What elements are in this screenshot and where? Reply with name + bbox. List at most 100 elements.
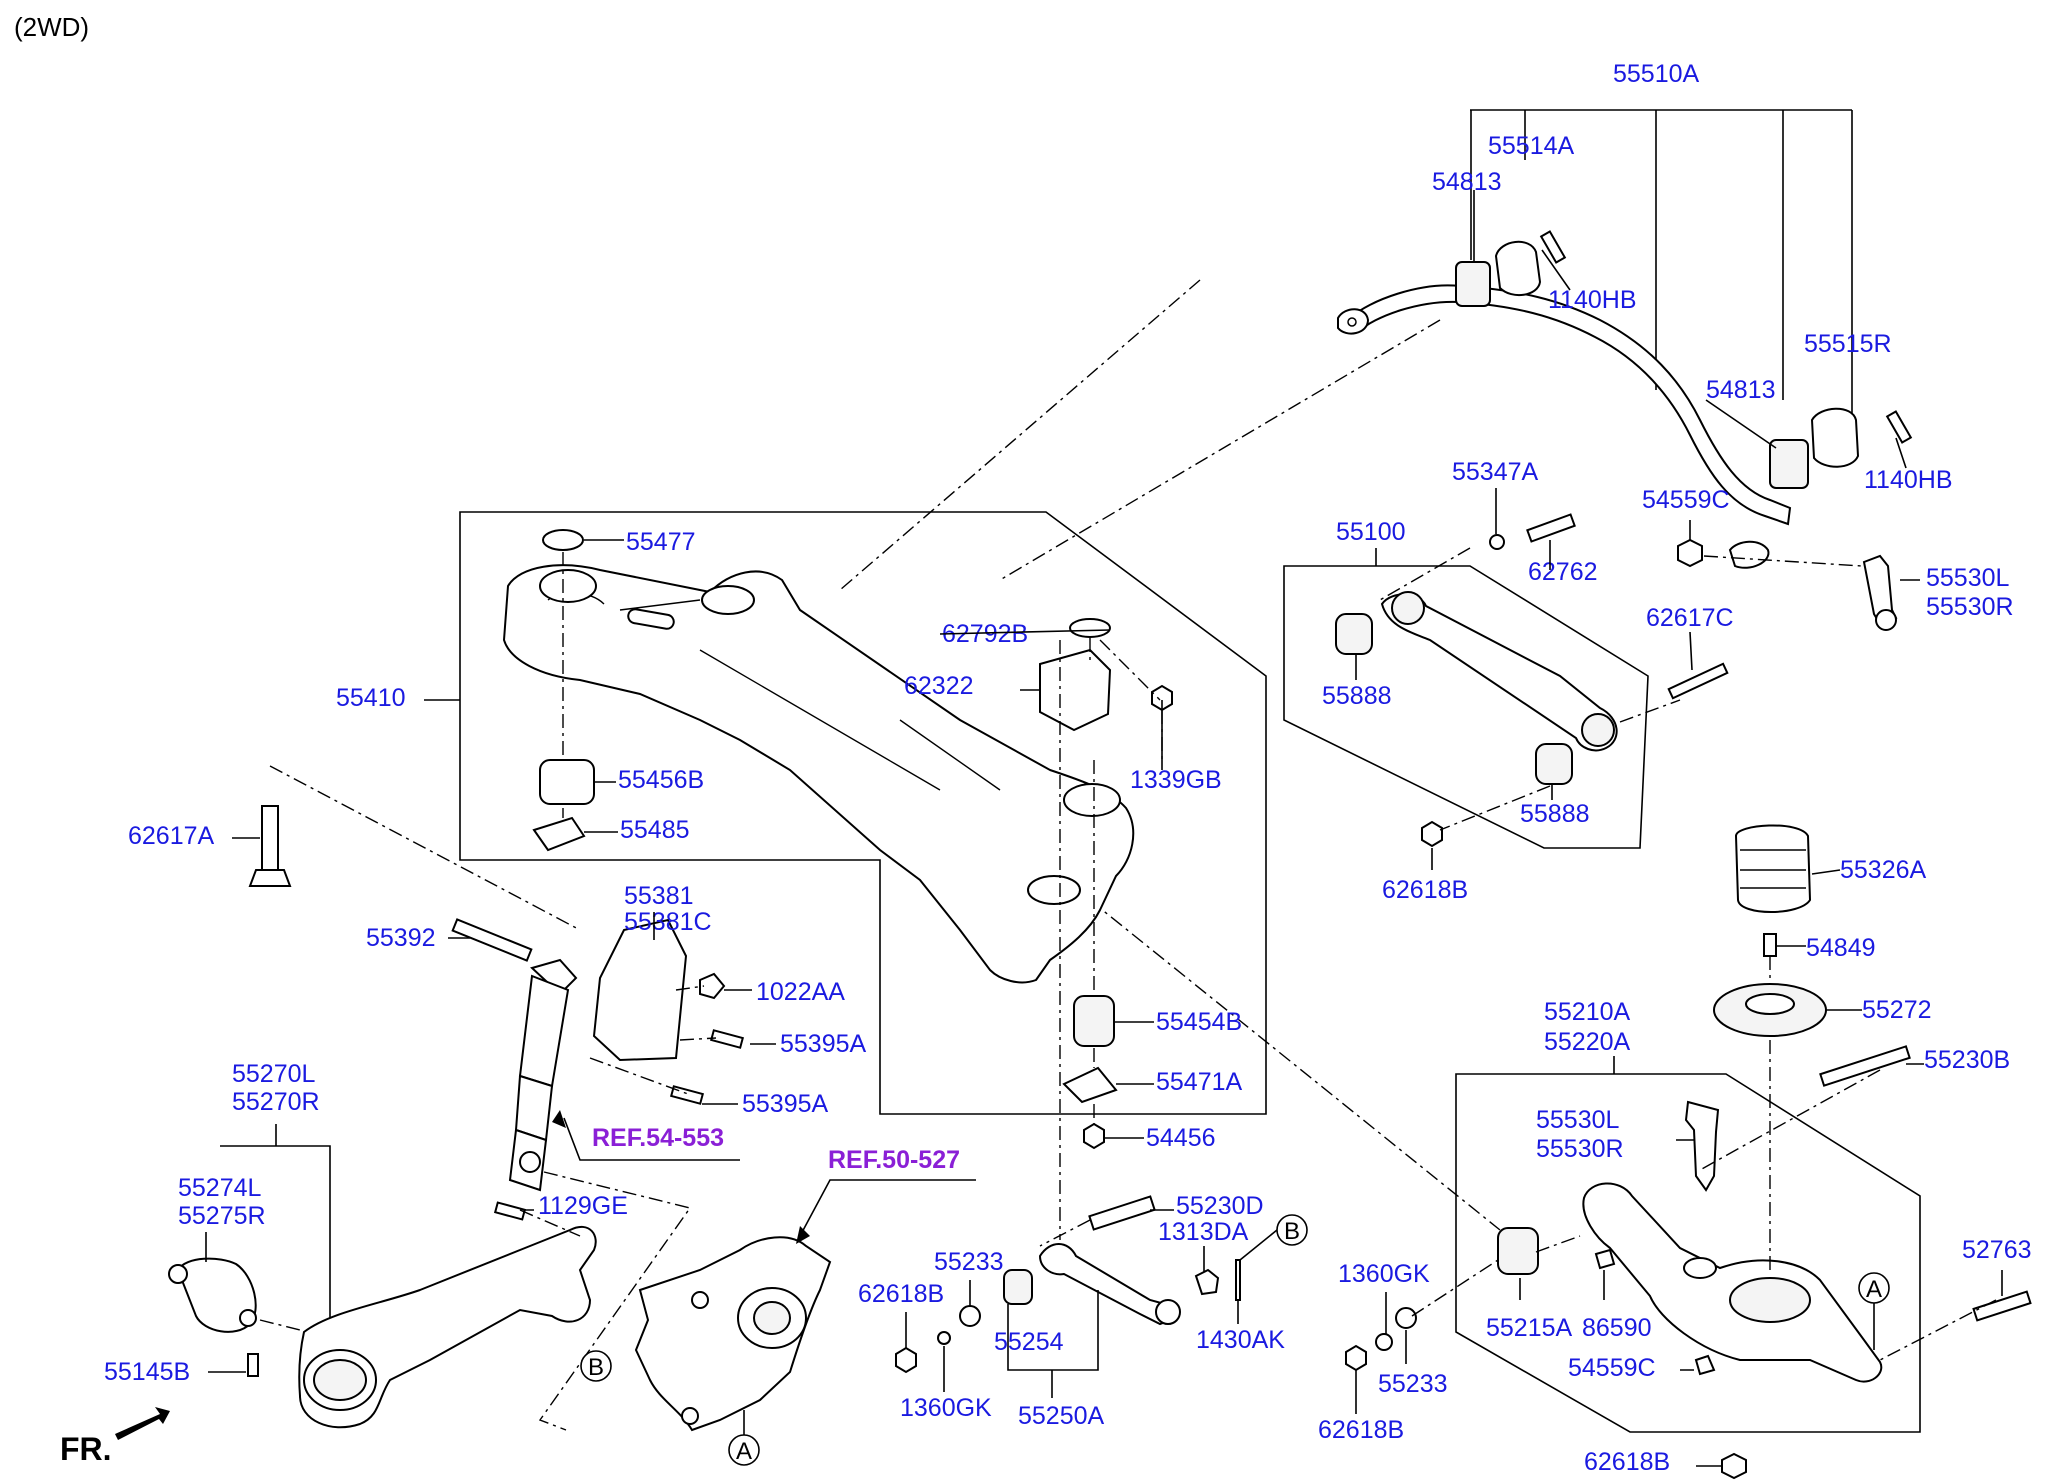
part-label: 54559C — [1642, 486, 1730, 514]
part-label: 55381C — [624, 908, 712, 936]
svg-text:A: A — [1866, 1276, 1882, 1303]
svg-text:B: B — [1284, 1218, 1300, 1245]
part-label: 55250A — [1018, 1402, 1105, 1430]
part-label: 55381 — [624, 882, 694, 910]
nut-62618b-center — [895, 1346, 917, 1374]
part-label: 55454B — [1156, 1008, 1242, 1036]
part-label: 55145B — [104, 1358, 190, 1386]
part-label: 55530L — [1536, 1106, 1620, 1134]
part-label: 55326A — [1840, 856, 1927, 884]
part-label: 1313DA — [1158, 1218, 1249, 1246]
marker-b-assist: B — [1239, 1214, 1308, 1261]
stabilizer-link-lower — [1684, 1100, 1720, 1192]
part-label: 1360GK — [900, 1394, 992, 1422]
bracket-55381 — [592, 918, 688, 1062]
mount-62322 — [1039, 648, 1112, 732]
bolt-55230d — [1088, 1195, 1156, 1231]
trailing-arm-group — [168, 1124, 692, 1431]
washer-55233-center — [959, 1305, 981, 1327]
part-label: 55510A — [1613, 60, 1700, 88]
drive-type-label: (2WD) — [14, 12, 89, 42]
marker-b-knuckle: B — [580, 1350, 612, 1382]
bolt-55395a — [709, 1029, 745, 1049]
bolt-55230b — [1819, 1045, 1911, 1087]
washer-1360gk-center — [937, 1331, 951, 1345]
knuckle — [634, 1236, 832, 1432]
part-label: 55888 — [1322, 682, 1392, 710]
part-label: 55230B — [1924, 1046, 2010, 1074]
bolt-54849 — [1763, 933, 1777, 957]
nut-54559c-lower — [1694, 1354, 1716, 1376]
bushing-55215a — [1497, 1227, 1539, 1275]
part-label: 55270L — [232, 1060, 316, 1088]
part-label: 55215A — [1486, 1314, 1573, 1342]
nut-1022aa — [699, 972, 726, 1000]
upper-arm-group — [1283, 513, 1729, 849]
part-label: 54849 — [1806, 934, 1876, 962]
pin-1430ak — [1235, 1259, 1241, 1301]
part-label: 55233 — [934, 1248, 1004, 1276]
part-label: 55456B — [618, 766, 704, 794]
part-label: 55230D — [1176, 1192, 1264, 1220]
front-arrow-icon — [115, 1407, 170, 1440]
washer-1360gk — [1375, 1333, 1393, 1351]
bolt-62762 — [1526, 513, 1576, 543]
part-label: 1129GE — [538, 1192, 628, 1220]
bushing-55888 — [1335, 613, 1373, 655]
plate-55485 — [532, 816, 586, 852]
svg-text:A: A — [736, 1438, 752, 1465]
part-label: 55272 — [1862, 996, 1932, 1024]
shock-group — [248, 765, 745, 1192]
part-label: 55100 — [1336, 518, 1406, 546]
part-label: 54559C — [1568, 1354, 1656, 1382]
part-label: 55515R — [1804, 330, 1892, 358]
part-label: 54456 — [1146, 1124, 1216, 1152]
washer-55477 — [542, 529, 584, 551]
svg-text:B: B — [588, 1354, 604, 1381]
part-label: 55530R — [1926, 593, 2014, 621]
nut-62618b-lower — [1721, 1452, 1747, 1480]
part-label: 62762 — [1528, 558, 1598, 586]
part-label: 55395A — [780, 1030, 867, 1058]
nut-54559c — [1677, 538, 1703, 568]
bolt-55392 — [451, 918, 533, 962]
plate-55471a — [1062, 1066, 1118, 1104]
part-label: 1339GB — [1130, 766, 1222, 794]
part-label: 1430AK — [1196, 1326, 1285, 1354]
crossmember-group — [459, 511, 1267, 1150]
front-direction-label: FR. — [60, 1431, 112, 1467]
part-label: 1360GK — [1338, 1260, 1430, 1288]
part-label: 55514A — [1488, 132, 1575, 160]
nut-62618b — [1421, 820, 1443, 848]
bump-stopper-55326a — [1734, 824, 1812, 913]
nut-62618b-left — [1345, 1344, 1367, 1372]
part-label: 86590 — [1582, 1314, 1652, 1342]
part-label: 1140HB — [1548, 286, 1637, 314]
part-label: 55530R — [1536, 1135, 1624, 1163]
bolt-62617c — [1667, 662, 1729, 700]
bolt-1140hb-lower — [1885, 410, 1913, 444]
shock-reference-label: REF.54-553 — [592, 1124, 724, 1152]
bolt-52763 — [1972, 1290, 2032, 1322]
bushing-55454b — [1073, 995, 1115, 1047]
part-label: 52763 — [1962, 1236, 2032, 1264]
marker-a-right: A — [1858, 1272, 1890, 1350]
part-label: 62322 — [904, 672, 974, 700]
part-label: 55395A — [742, 1090, 829, 1118]
part-label: 55410 — [336, 684, 406, 712]
bolt-55145b — [247, 1353, 259, 1377]
part-label: 62618B — [1382, 876, 1468, 904]
part-label: 55485 — [620, 816, 690, 844]
nut-1313da — [1194, 1268, 1220, 1296]
stabilizer-bar-end-eye-2 — [1728, 540, 1770, 569]
part-label: 55471A — [1156, 1068, 1243, 1096]
part-label: 62617A — [128, 822, 215, 850]
part-label: 55210A — [1544, 998, 1631, 1026]
part-label: 55220A — [1544, 1028, 1631, 1056]
bushing-55888-2 — [1535, 743, 1573, 785]
assist-arm-group — [895, 640, 1241, 1374]
washer-55347a — [1489, 534, 1505, 550]
nut-54456 — [1083, 1122, 1105, 1150]
knuckle-group — [634, 1179, 976, 1432]
part-label: 55392 — [366, 924, 436, 952]
